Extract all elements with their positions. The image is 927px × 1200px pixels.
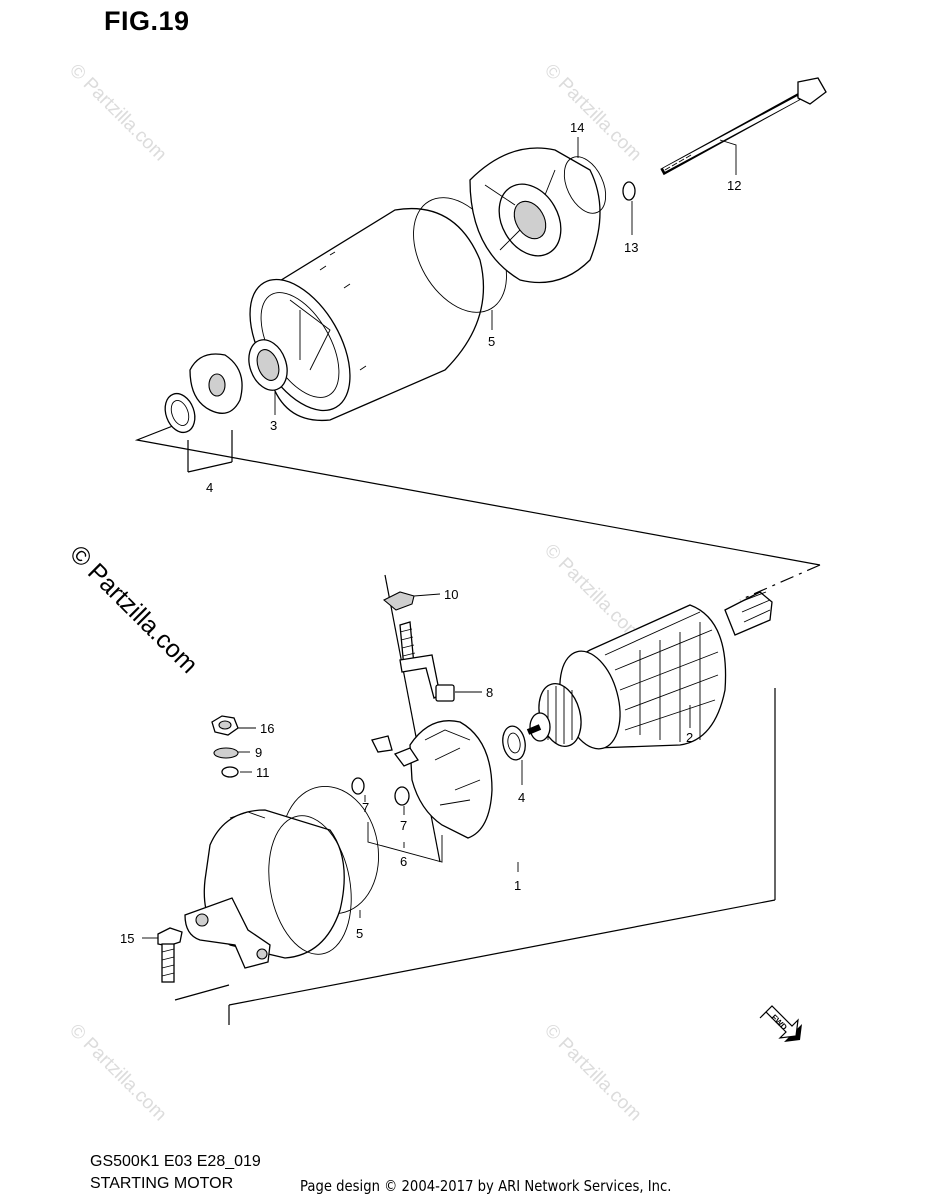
bushing-3	[248, 339, 288, 391]
part-label-7-left: 7	[362, 800, 369, 815]
figure-title: FIG.19	[104, 6, 190, 36]
armature-2	[526, 591, 773, 750]
part-label-15: 15	[120, 931, 134, 946]
part-label-6: 6	[400, 854, 407, 869]
part-label-2: 2	[686, 730, 693, 745]
part-label-4-upper: 4	[206, 480, 213, 495]
part-label-16: 16	[260, 721, 274, 736]
upper-frame-bottom	[187, 461, 233, 473]
nut-16	[211, 715, 239, 736]
front-housing	[184, 809, 352, 969]
lower-frame-line-2	[228, 899, 776, 1006]
part-label-12: 12	[727, 178, 741, 193]
lower-frame-line-1	[384, 574, 441, 863]
part-label-5-upper: 5	[488, 334, 495, 349]
diagram-name: STARTING MOTOR	[90, 1175, 234, 1192]
lower-frame-line-5	[174, 984, 230, 1001]
brush-7-right	[394, 786, 410, 806]
part-label-9: 9	[255, 745, 262, 760]
washer-13	[622, 181, 636, 201]
part-label-4-lower: 4	[518, 790, 525, 805]
screw-15	[157, 927, 183, 983]
insulator-10	[383, 591, 415, 611]
leader-6	[367, 822, 443, 863]
part-label-7-right: 7	[400, 818, 407, 833]
washer-4-lower	[502, 725, 526, 761]
through-bolt-12	[660, 77, 827, 176]
brush-holder-6	[371, 720, 493, 839]
washer-4-upper	[164, 392, 196, 434]
lower-dashed-outline	[739, 564, 821, 601]
rear-end-cover	[469, 147, 601, 284]
upper-frame-line	[134, 419, 821, 566]
part-label-5-lower: 5	[356, 926, 363, 941]
part-label-8: 8	[486, 685, 493, 700]
o-ring-14	[563, 156, 607, 214]
washer-11	[221, 766, 239, 778]
thrust-plate	[189, 353, 243, 414]
fwd-arrow-icon: FWD	[759, 1005, 802, 1042]
part-label-14: 14	[570, 120, 584, 135]
part-label-11: 11	[256, 765, 270, 780]
motor-yoke-housing	[249, 208, 485, 422]
terminal-bolt-8	[399, 621, 455, 702]
leader-12	[719, 139, 737, 175]
part-label-13: 13	[624, 240, 638, 255]
part-label-10: 10	[444, 587, 458, 602]
part-label-3: 3	[270, 418, 277, 433]
leader-10	[413, 593, 441, 597]
model-code: GS500K1 E03 E28_019	[90, 1153, 261, 1170]
brush-7-left	[351, 777, 365, 795]
page-credit: Page design © 2004-2017 by ARI Network S…	[300, 1177, 672, 1195]
washer-9	[213, 747, 239, 759]
part-label-1: 1	[514, 878, 521, 893]
